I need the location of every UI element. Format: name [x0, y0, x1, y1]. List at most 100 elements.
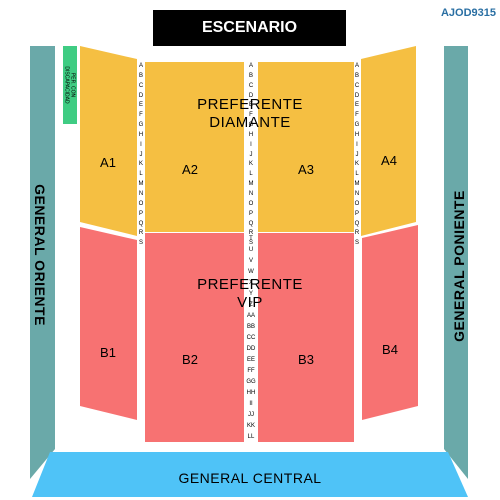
venue-code: AJOD9315: [440, 7, 496, 19]
row-label: J: [355, 151, 359, 158]
row-label: JJ: [248, 412, 254, 418]
row-label: A: [248, 63, 253, 69]
stage-label: ESCENARIO: [201, 19, 298, 36]
section-a4[interactable]: [361, 46, 416, 236]
row-label: M: [248, 181, 254, 188]
row-label: E: [248, 102, 253, 109]
row-label: GG: [246, 379, 256, 385]
row-label: O: [248, 200, 254, 207]
section-a4-label: A4: [381, 153, 397, 168]
row-label: F: [355, 112, 359, 119]
section-a3-label: A3: [298, 162, 314, 177]
row-label: G: [354, 122, 360, 129]
stage: ESCENARIO: [153, 10, 346, 46]
row-label: A: [138, 63, 143, 69]
zone-general-central[interactable]: [32, 452, 468, 497]
section-b4[interactable]: [362, 225, 418, 420]
row-label: P: [138, 210, 143, 217]
row-label: Q: [248, 220, 254, 227]
diamante-label-line2: DIAMANTE: [209, 114, 291, 131]
row-label: N: [354, 190, 360, 197]
row-label: G: [138, 122, 144, 129]
zone-general-oriente[interactable]: [30, 46, 55, 479]
row-label: P: [354, 210, 359, 217]
row-label: U: [248, 247, 254, 253]
row-label: S: [248, 240, 253, 247]
diamante-label-line1: PREFERENTE: [197, 96, 303, 113]
row-label: S: [354, 240, 359, 247]
row-label: KK: [246, 423, 255, 429]
disability-label-wrap: PER. CON DISCAPACIDAD: [63, 46, 77, 124]
section-b1[interactable]: [80, 227, 137, 420]
row-label: N: [248, 190, 254, 197]
row-label: AA: [246, 313, 255, 319]
row-label: F: [139, 112, 143, 119]
row-label: F: [249, 112, 253, 119]
row-label: B: [354, 72, 359, 79]
row-label: L: [139, 171, 143, 178]
row-label: LL: [247, 434, 255, 440]
row-label: W: [248, 269, 254, 275]
row-label: H: [248, 131, 254, 138]
section-b4-label: B4: [382, 342, 398, 357]
row-label: K: [138, 161, 143, 168]
row-label: M: [354, 181, 360, 188]
row-label: L: [355, 171, 359, 178]
zone-disability[interactable]: [63, 46, 77, 124]
section-b1-label: B1: [100, 345, 116, 360]
section-b2-label: B2: [182, 352, 198, 367]
row-label: Y: [248, 291, 253, 297]
section-a2[interactable]: [145, 62, 244, 232]
row-label: E: [354, 102, 359, 109]
section-b2[interactable]: [145, 233, 244, 442]
row-label: J: [139, 151, 143, 158]
section-a1[interactable]: [80, 46, 137, 236]
row-label: N: [138, 190, 144, 197]
row-label: M: [138, 181, 144, 188]
row-label: Z: [249, 302, 253, 308]
row-label: G: [248, 122, 254, 129]
row-label: C: [354, 82, 360, 89]
row-label: T: [249, 236, 253, 242]
row-label: K: [354, 161, 359, 168]
section-a3[interactable]: [258, 62, 354, 232]
general-poniente-label: GENERAL PONIENTE: [451, 190, 467, 342]
row-label: D: [138, 92, 144, 99]
row-label: EE: [246, 357, 255, 363]
row-label: P: [248, 210, 253, 217]
row-label: V: [248, 258, 253, 264]
disability-label: PER. CON DISCAPACIDAD: [64, 66, 77, 104]
row-label: D: [248, 92, 254, 99]
section-a2-label: A2: [182, 162, 198, 177]
row-label: R: [138, 230, 144, 237]
row-label: X: [248, 280, 253, 286]
general-central-label: GENERAL CENTRAL: [178, 470, 322, 486]
vip-label-line2: VIP: [237, 294, 263, 311]
row-label: Q: [354, 220, 360, 227]
row-label: O: [354, 200, 360, 207]
row-label: B: [138, 72, 143, 79]
section-a1-label: A1: [100, 155, 116, 170]
row-label: DD: [246, 346, 256, 352]
row-label: E: [138, 102, 143, 109]
section-b3-label: B3: [298, 352, 314, 367]
section-b3[interactable]: [258, 233, 354, 442]
row-label: HH: [246, 390, 256, 396]
row-label: H: [354, 131, 360, 138]
row-label: I: [250, 141, 252, 148]
row-label: Q: [138, 220, 144, 227]
general-oriente-label: GENERAL ORIENTE: [32, 184, 48, 326]
row-label: H: [138, 131, 144, 138]
row-label: FF: [247, 368, 255, 374]
row-label: BB: [246, 324, 255, 330]
row-label: L: [249, 171, 253, 178]
row-label: S: [138, 240, 143, 247]
zone-general-poniente[interactable]: [444, 46, 468, 479]
diamante-label: PREFERENTE DIAMANTE: [175, 96, 325, 132]
row-label: R: [248, 230, 254, 237]
row-label: O: [138, 200, 144, 207]
row-label: K: [248, 161, 253, 168]
